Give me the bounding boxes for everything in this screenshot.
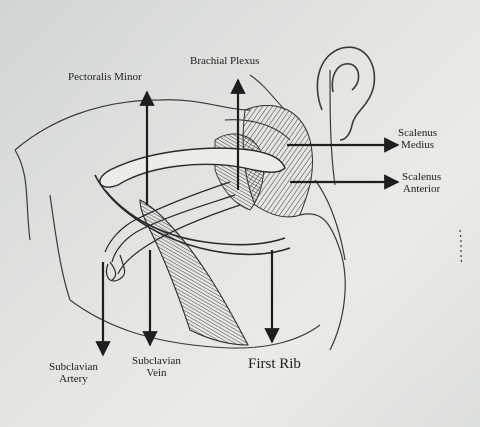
- label-scalenus-anterior-line2: Anterior: [402, 182, 441, 195]
- neurovascular-bundle: [104, 181, 241, 282]
- label-subclavian-vein-line1: Subclavian: [132, 355, 181, 367]
- label-subclavian-vein: Subclavian Vein: [132, 355, 181, 380]
- label-subclavian-artery-line1: Subclavian: [49, 361, 98, 373]
- label-scalenus-anterior-line1: Scalenus: [402, 171, 442, 183]
- label-scalenus-medius-line2: Medius: [401, 138, 435, 151]
- first-rib: [94, 174, 291, 256]
- label-scalenus-medius-line1: Scalenus: [398, 127, 438, 139]
- label-brachial-plexus: Brachial Plexus: [190, 55, 260, 67]
- label-subclavian-artery-line2: Artery: [59, 372, 88, 385]
- label-pectoralis-minor: Pectoralis Minor: [68, 71, 142, 83]
- label-scalenus-medius: Scalenus Medius: [398, 127, 438, 152]
- label-first-rib: First Rib: [248, 356, 301, 372]
- pectoralis-minor-muscle: [139, 199, 249, 346]
- ear: [316, 46, 376, 141]
- label-scalenus-anterior: Scalenus Anterior: [402, 171, 442, 196]
- pointer-arrows: [95, 78, 400, 357]
- label-subclavian-artery: Subclavian Artery: [49, 361, 98, 386]
- label-subclavian-vein-line2: Vein: [146, 366, 167, 379]
